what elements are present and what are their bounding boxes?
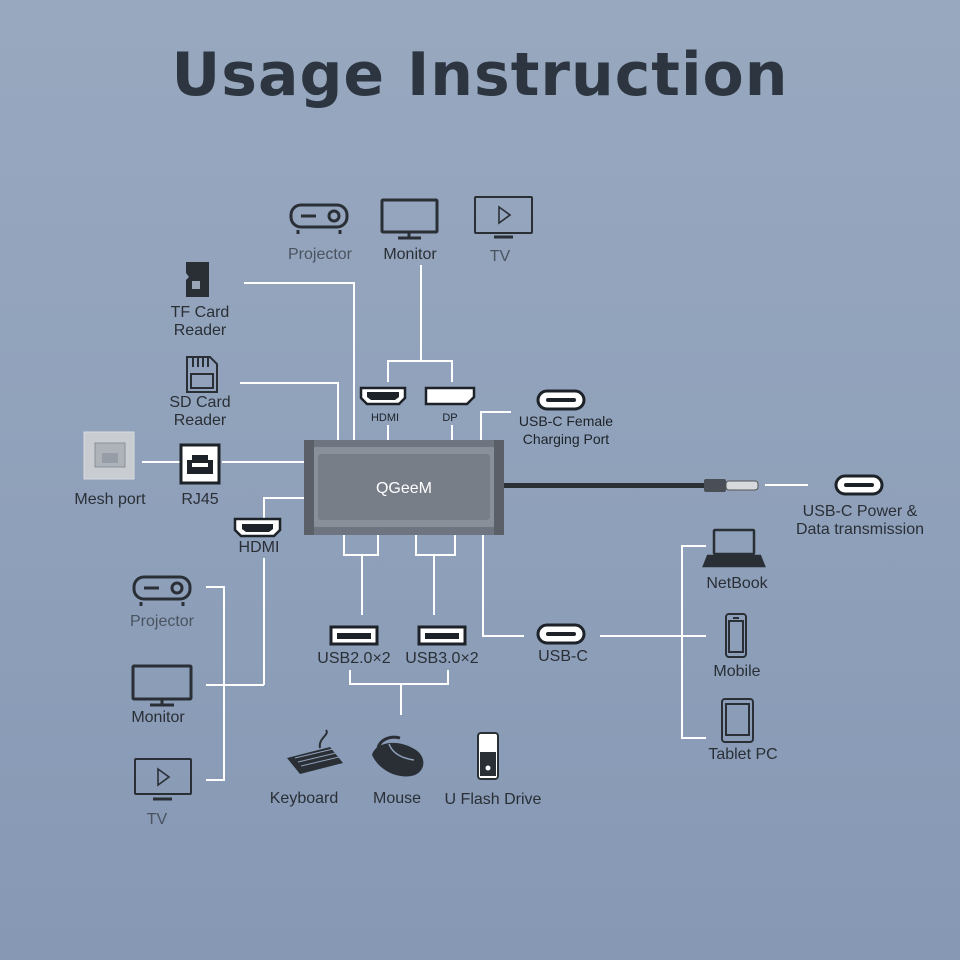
line-right-bracket [681,545,706,739]
usb-c-port-icon [834,474,884,496]
left-monitor-label: Monitor [131,709,185,726]
connector-lines [142,265,808,781]
displayport-icon [424,386,476,406]
line-usbc-bottom [482,535,524,637]
mesh-port-label: Mesh port [74,491,146,508]
line-top-video [387,360,453,382]
mouse-label: Mouse [372,790,422,807]
projector-icon [132,575,192,606]
keyboard-label: Keyboard [269,790,339,807]
usbc-power-label-2: Data transmission [795,521,925,538]
top-projector-label: Projector [287,246,353,263]
line-usbc-female [480,411,511,440]
usbc-female-label-1: USB-C Female [518,413,614,429]
tf-card-label-2: Reader [173,322,227,339]
sd-card-label-2: Reader [173,412,227,429]
tablet-label: Tablet PC [708,746,778,763]
hdmi-port-icon [233,517,282,538]
top-tv-label: TV [489,248,511,265]
sd-card-icon [186,356,218,393]
keyboard-icon [287,729,343,774]
usb3-label: USB3.0×2 [405,650,479,667]
tv-icon [474,196,533,239]
usb2-label: USB2.0×2 [317,650,391,667]
line-left-bracket [206,586,225,781]
sd-card-label-1: SD Card [169,394,231,411]
rj45-icon [179,443,221,485]
hdmi-port-icon [359,386,407,406]
dp-label: DP [442,412,458,424]
usb-c-cable [504,479,759,492]
usb-hub-device [304,440,504,535]
usbc-female-label-2: Charging Port [522,431,610,447]
line-sd-card [240,382,339,440]
usbc-power-label-1: USB-C Power & [802,503,918,520]
hub-brand: QGeeM [376,480,432,497]
usb-a-port-icon [329,625,379,646]
mobile-label: Mobile [713,663,761,680]
rj45-label: RJ45 [181,491,219,508]
tf-card-label-1: TF Card [170,304,230,321]
usbc-label: USB-C [538,648,588,665]
monitor-icon [380,198,439,240]
tv-icon [134,758,192,801]
mouse-icon [372,735,424,777]
monitor-icon [131,664,193,707]
hdmi-left-label: HDMI [238,539,280,556]
hdmi-top-label: HDMI [370,412,400,424]
line-hdmi-left [263,497,304,518]
top-monitor-label: Monitor [383,246,437,263]
usb-c-port-icon [536,389,586,411]
flash-drive-label: U Flash Drive [444,791,542,808]
tf-card-icon [186,262,209,297]
left-tv-label: TV [146,811,168,828]
line-usb3-bracket [415,532,456,556]
line-usb-devices [349,670,449,685]
left-projector-label: Projector [129,613,195,630]
usb-c-port-icon [536,623,586,645]
flash-drive-icon [477,732,499,780]
ethernet-jack-icon [83,431,135,480]
line-usb2-bracket [343,532,379,556]
laptop-icon [702,528,766,568]
phone-icon [725,613,747,658]
line-tf-card [244,282,355,440]
projector-icon [289,203,349,234]
netbook-label: NetBook [706,575,768,592]
usb-a-port-icon [417,625,467,646]
page-title: Usage Instruction [171,40,789,110]
tablet-icon [721,698,754,743]
